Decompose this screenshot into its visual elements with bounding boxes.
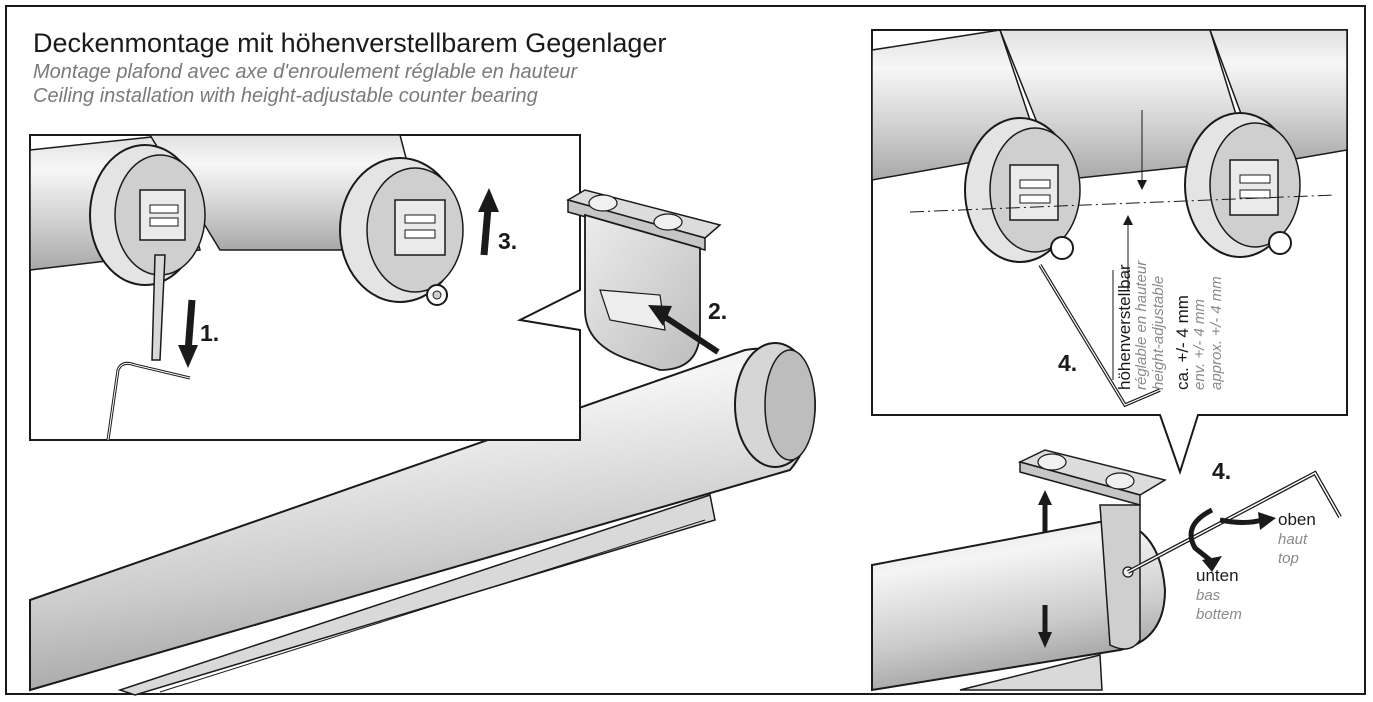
bearing-mechanism-left [89, 144, 206, 361]
mounted-view-lower-right [871, 449, 1342, 692]
arrow-step2 [660, 312, 720, 355]
range-en: approx. +/- 4 mm [1208, 276, 1225, 390]
height-adjustable-fr: réglable en hauteur [1133, 260, 1150, 390]
step-label-4-detail: 4. [1058, 350, 1078, 376]
title-block: Deckenmontage mit höhenverstellbarem Geg… [33, 26, 666, 108]
height-adjustable-de: höhenverstellbar [1115, 264, 1134, 390]
direction-down-en: bottem [1196, 606, 1242, 623]
step-label-3: 3. [498, 228, 518, 254]
title-french: Montage plafond avec axe d'enroulement r… [33, 61, 578, 83]
detail-panel-left [29, 134, 581, 441]
bearing-mechanism-right [339, 157, 464, 306]
title-english: Ceiling installation with height-adjusta… [33, 85, 538, 107]
adjustment-range-label: ca. +/- 4 mm env. +/- 4 mm approx. +/- 4… [1173, 276, 1225, 390]
rotate-arrow-up [1219, 517, 1263, 525]
step-label-4-main: 4. [1212, 458, 1232, 484]
direction-down-fr: bas [1196, 587, 1221, 604]
direction-up-de: oben [1278, 510, 1316, 529]
reference-line [909, 194, 1336, 213]
step-label-2: 2. [708, 298, 728, 324]
counter-bearing-bracket [566, 189, 722, 371]
direction-down-label: unten bas bottem [1196, 566, 1242, 624]
detail-panel-right [871, 29, 1348, 476]
bearing-mechanism-detail-b [1184, 112, 1301, 258]
arrow-up-step3 [480, 207, 492, 256]
direction-up-fr: haut [1278, 531, 1308, 548]
range-de: ca. +/- 4 mm [1173, 295, 1192, 390]
direction-up-en: top [1278, 550, 1299, 567]
height-adjustable-label: höhenverstellbar réglable en hauteur hei… [1115, 260, 1167, 390]
arrow-down-step1 [184, 299, 196, 353]
direction-down-de: unten [1196, 566, 1239, 585]
bearing-mechanism-detail-a [964, 117, 1081, 263]
range-fr: env. +/- 4 mm [1191, 299, 1208, 390]
rotate-arrow-down [1188, 507, 1214, 562]
step-label-1: 1. [200, 320, 220, 346]
title-german: Deckenmontage mit höhenverstellbarem Geg… [33, 28, 667, 58]
direction-up-label: oben haut top [1278, 510, 1316, 568]
height-adjustable-en: height-adjustable [1150, 275, 1167, 390]
main-roller-tube [29, 342, 816, 696]
